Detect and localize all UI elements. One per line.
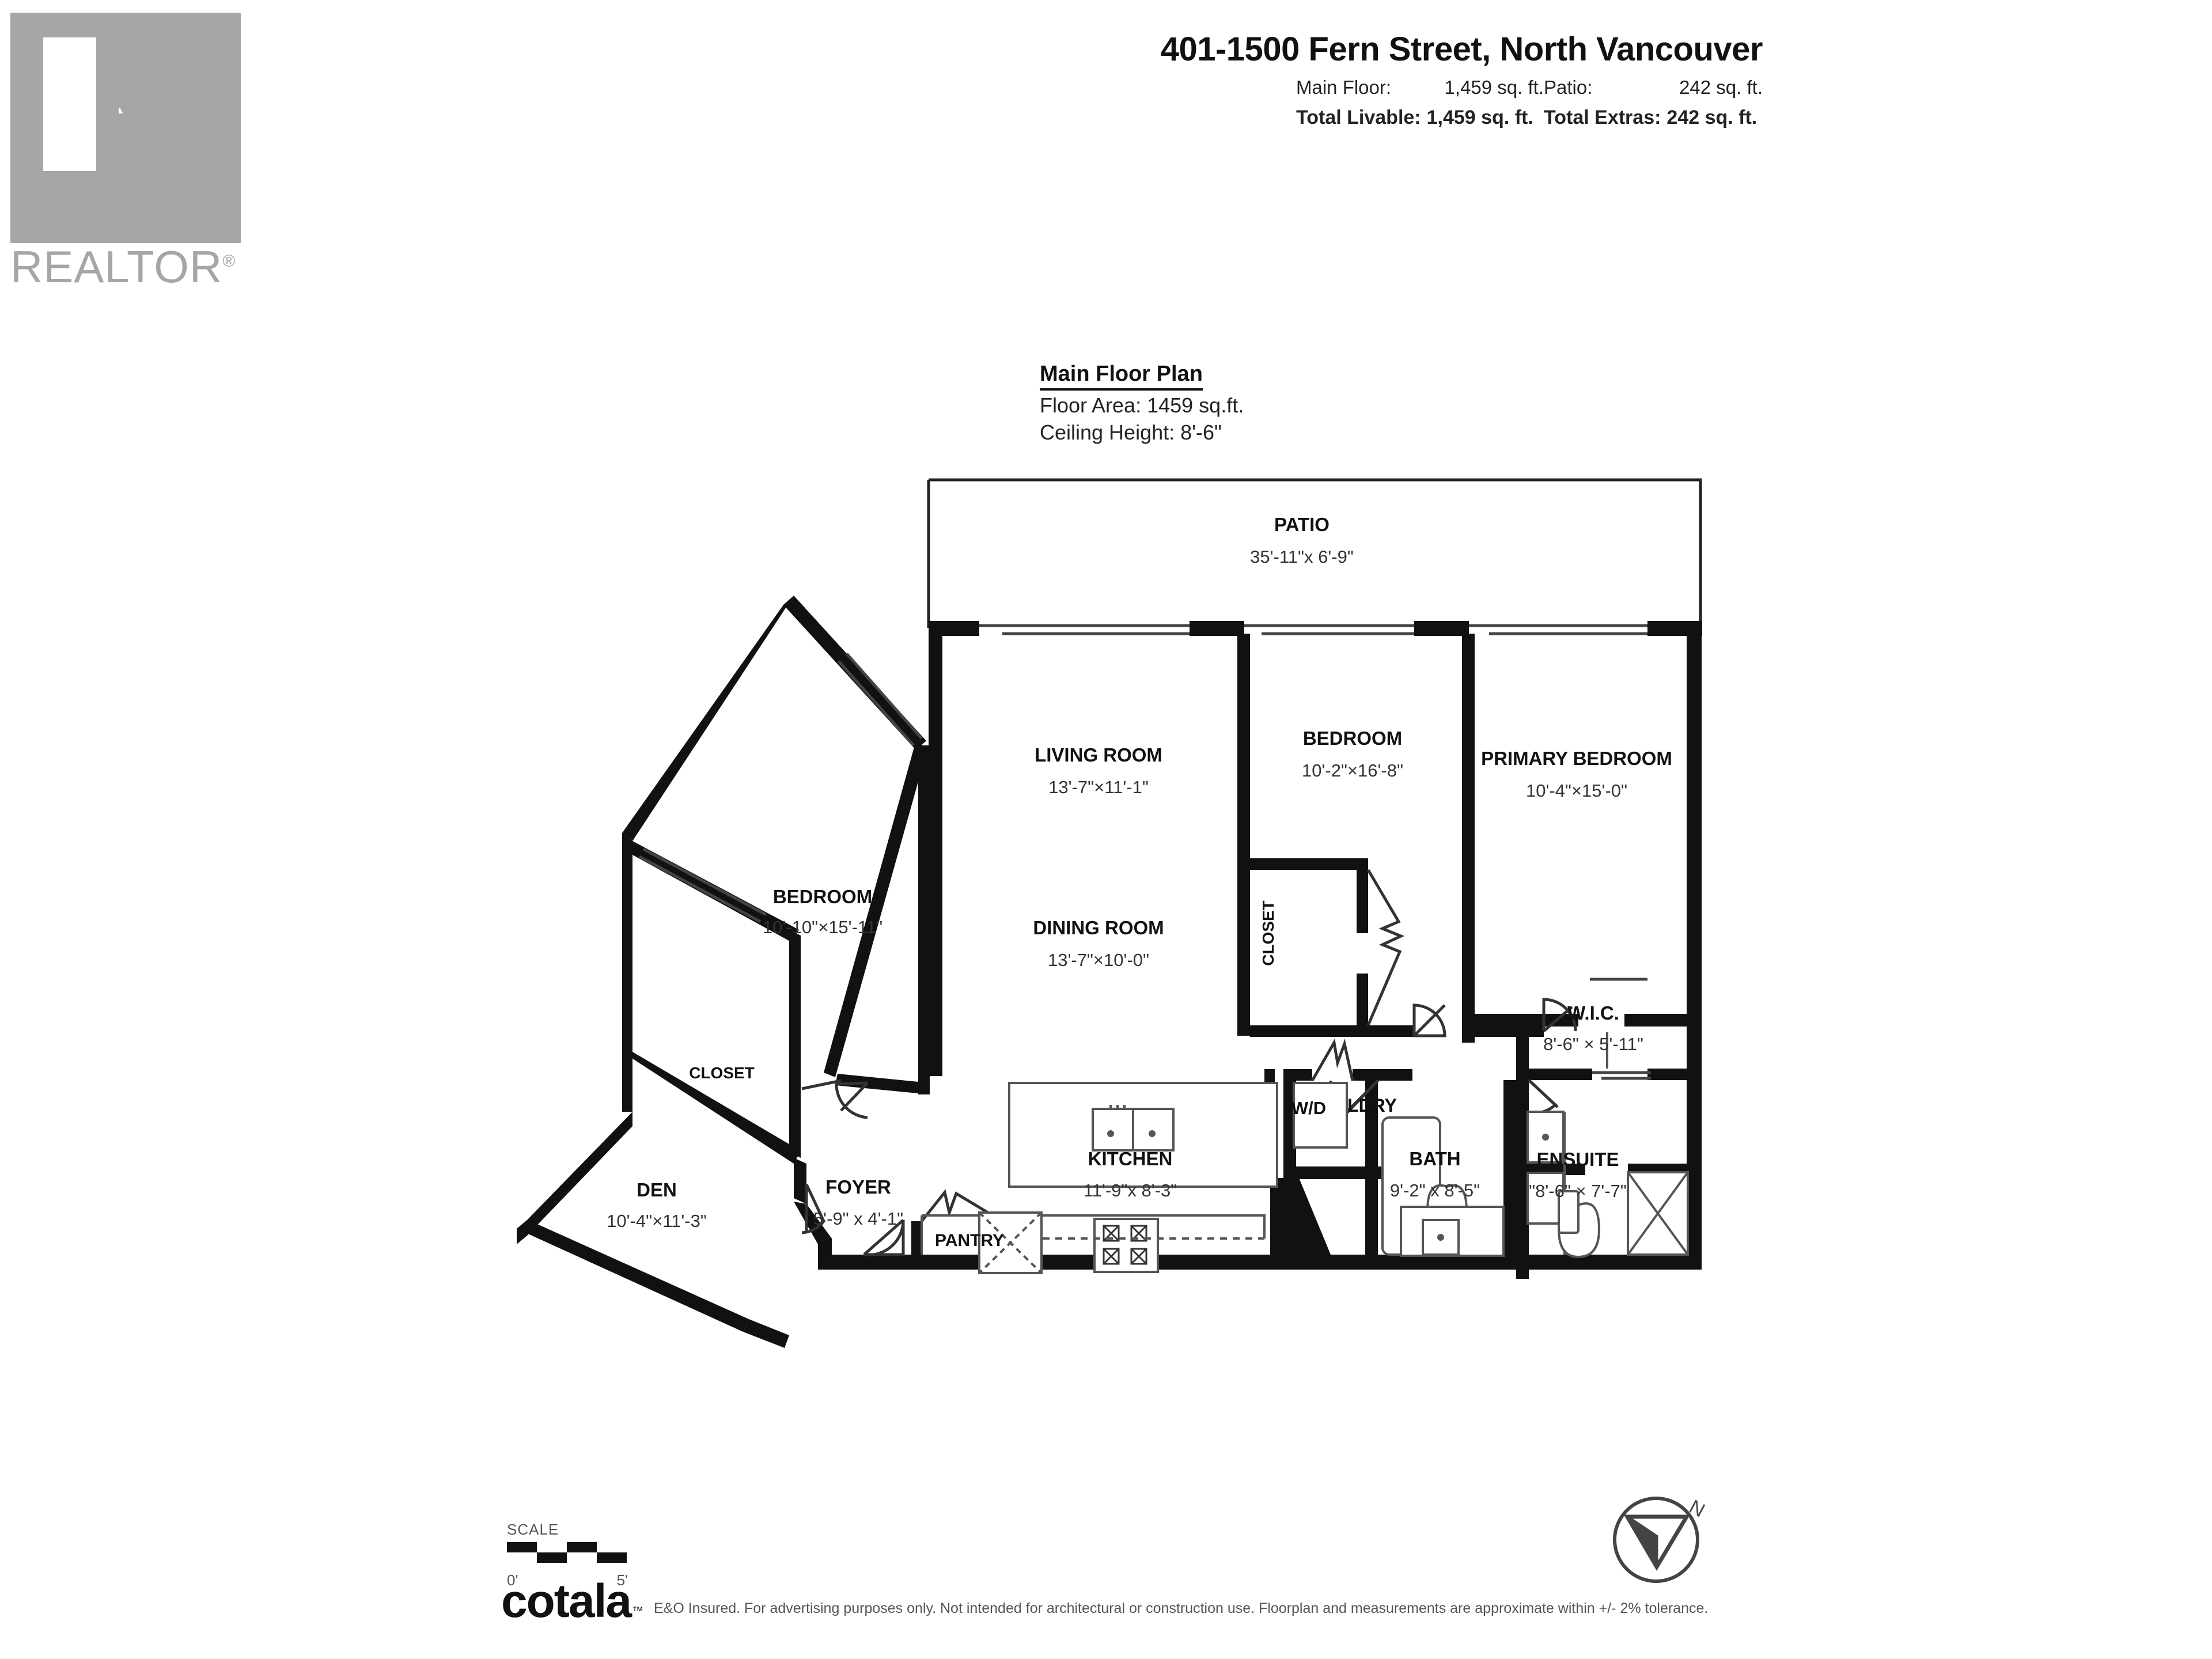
scale-bar-icon [507,1541,657,1570]
plan-caption-title: Main Floor Plan [1040,362,1203,391]
room-dim-wic: 8'-6" × 5'-11" [1543,1034,1643,1054]
plan-caption-floor-area: Floor Area: 1459 sq.ft. [1040,393,1244,417]
header-total-extras-label: Total Extras: [1544,107,1661,128]
room-name-kitchen: KITCHEN [1088,1148,1173,1169]
room-name-living_room: LIVING ROOM [1035,744,1162,766]
room-dim-dining_room: 13'-7"×10'-0" [1048,950,1149,970]
plan-caption: Main Floor Plan Floor Area: 1459 sq.ft. … [1040,362,1244,445]
brand-footer: cotala ™ E&O Insured. For advertising pu… [501,1575,1709,1627]
room-name-wic: W.I.C. [1567,1002,1619,1024]
room-dim-kitchen: 11'-9"x 8'-3" [1084,1180,1177,1200]
walls [517,596,1702,1348]
label-laundry: LDRY [1347,1095,1397,1116]
room-dim-foyer: 5'-9" x 4'-1" [813,1209,903,1229]
scale-start: 0' [507,1571,518,1589]
door-swings [801,869,1577,1257]
room-dim-ensuite: "8'-6" × 7'-7" [1529,1181,1627,1201]
header-total-extras: Total Extras: 242 sq. ft. [1544,107,1763,129]
cotala-logo: cotala [501,1575,632,1627]
room-name-bath: BATH [1409,1148,1460,1169]
floorplan-geometry: PATIO 35'-11"x 6'-9" LIVING ROOM 13'-7"×11'… [517,478,1702,1348]
realtor-r-icon [10,13,241,243]
header-patio-label: Patio: [1544,77,1593,98]
room-labels: PATIO 35'-11"x 6'-9" LIVING ROOM 13'-7"×11'… [607,514,1672,1231]
scale-endpoints: 0' 5' [507,1571,628,1589]
realtor-logo: REALTOR® [10,13,252,292]
header-main-floor-label: Main Floor: [1296,77,1392,98]
plan-caption-ceiling-height: Ceiling Height: 8'-6" [1040,421,1222,444]
room-dim-bedroom_left: 10'-10"×15'-11" [763,917,882,937]
header-total-livable: Total Livable: 1,459 sq. ft. [1296,107,1544,129]
header-row-totals: Total Livable: 1,459 sq. ft. Total Extra… [1037,107,1763,129]
room-dim-bath: 9'-2" x 8'-5" [1390,1180,1480,1200]
realtor-wordmark: REALTOR® [10,241,258,293]
room-dim-primary_bedroom: 10'-4"×15'-0" [1526,781,1627,801]
scale-indicator: SCALE 0' 5' [507,1521,657,1589]
scale-label: SCALE [507,1521,559,1538]
header-main-floor-value: 1,459 sq. ft. [1444,77,1544,98]
patio-outline [927,478,1702,628]
label-washer_dryer: W/D [1291,1098,1326,1118]
header-total-extras-value: 242 sq. ft. [1666,107,1758,128]
room-name-den: DEN [637,1179,677,1200]
scale-end: 5' [616,1571,628,1589]
page-title: 401-1500 Fern Street, North Vancouver [1160,31,1763,68]
header-main-floor: Main Floor: 1,459 sq. ft. [1296,77,1544,99]
room-dim-bedroom_mid: 10'-2"×16'-8" [1302,760,1403,781]
fixtures [921,1032,1689,1274]
realtor-wordmark-text: REALTOR [10,241,223,292]
header-total-livable-label: Total Livable: [1296,107,1421,128]
small-labels: CLOSET CLOSET PANTRY LDRY W/D [689,900,1397,1250]
room-name-primary_bedroom: PRIMARY BEDROOM [1481,748,1672,769]
registered-mark: ® [222,252,236,271]
room-dim-living_room: 13'-7"×11'-1" [1048,777,1149,797]
disclaimer-text: E&O Insured. For advertising purposes on… [654,1600,1709,1616]
room-name-foyer: FOYER [825,1176,891,1198]
windows [638,624,1651,1080]
room-dim-den: 10'-4"×11'-3" [607,1211,707,1231]
header-row-main: Main Floor: 1,459 sq. ft. Patio: 242 sq.… [1037,77,1763,99]
header-patio-value: 242 sq. ft. [1679,77,1763,98]
room-dim-patio: 35'-11"x 6'-9" [1250,547,1354,567]
label-closet_bedroom_mid: CLOSET [1259,900,1277,966]
label-closet_bedroom_left: CLOSET [689,1064,755,1082]
header-patio: Patio: 242 sq. ft. [1544,77,1763,99]
header: 401-1500 Fern Street, North Vancouver Ma… [1037,30,1763,129]
room-name-patio: PATIO [1274,514,1330,535]
room-name-bedroom_mid: BEDROOM [1303,728,1402,749]
room-name-ensuite: ENSUITE [1536,1149,1619,1170]
room-name-bedroom_left: BEDROOM [773,886,872,907]
label-pantry: PANTRY [935,1231,1004,1250]
compass-north-icon: N [1601,1483,1717,1599]
compass-letter-n: N [1685,1496,1709,1522]
trademark-mark: ™ [632,1604,643,1618]
header-total-livable-value: 1,459 sq. ft. [1426,107,1533,128]
room-name-dining_room: DINING ROOM [1033,917,1164,938]
